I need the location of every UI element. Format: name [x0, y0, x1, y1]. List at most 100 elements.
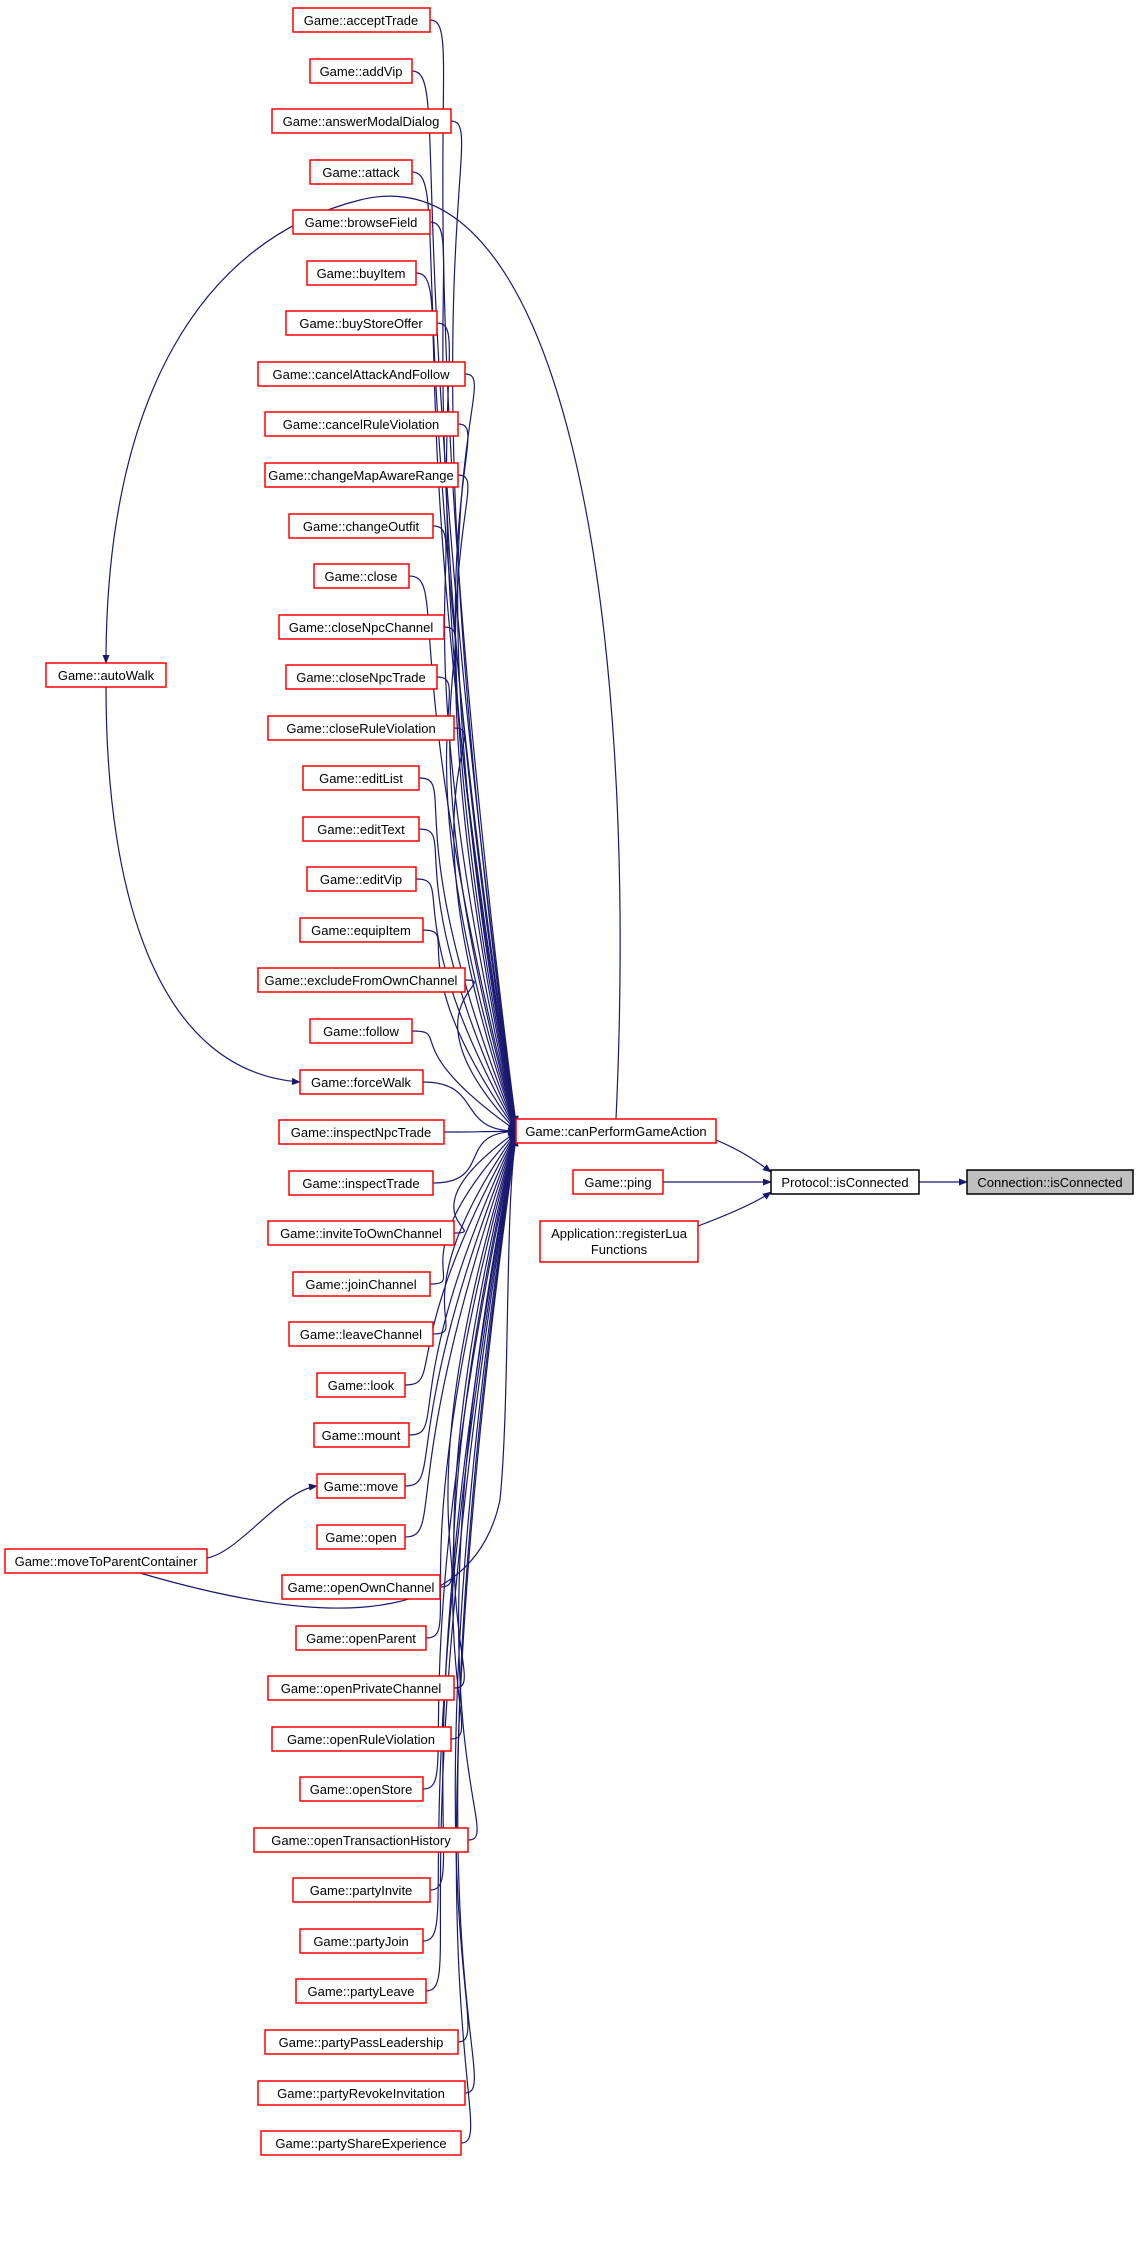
node-label: Game::open [325, 1530, 397, 1545]
node-game-invitetoownchannel[interactable]: Game::inviteToOwnChannel [267, 1220, 455, 1246]
node-game-mount[interactable]: Game::mount [313, 1422, 410, 1448]
node-label: Game::inviteToOwnChannel [280, 1226, 442, 1241]
node-label: Game::addVip [320, 64, 403, 79]
edge-game-editvip-to-canperformgameaction [415, 878, 517, 1131]
node-game-browsefield[interactable]: Game::browseField [292, 209, 431, 235]
node-label: Game::forceWalk [311, 1075, 411, 1090]
node-game-cancelattackandfollow[interactable]: Game::cancelAttackAndFollow [257, 361, 466, 387]
node-game-inspectnpctrade[interactable]: Game::inspectNpcTrade [278, 1119, 445, 1145]
edge-game-opentransactionhistory-to-canperformgameaction [458, 1135, 518, 1841]
node-label: Game::partyInvite [310, 1883, 413, 1898]
node-label: Game::editText [317, 822, 405, 837]
edge-game-openprivatechannel-to-canperformgameaction [453, 1134, 518, 1689]
node-game-partyinvite[interactable]: Game::partyInvite [292, 1877, 431, 1903]
node-game-look[interactable]: Game::look [316, 1372, 406, 1398]
node-label: Game::acceptTrade [304, 13, 418, 28]
node-game-open[interactable]: Game::open [316, 1524, 406, 1550]
node-label: Game::partyShareExperience [275, 2136, 446, 2151]
node-game-equipitem[interactable]: Game::equipItem [299, 917, 424, 943]
node-game-changeoutfit[interactable]: Game::changeOutfit [288, 513, 434, 539]
edge-game-accepttrade-to-canperformgameaction [429, 19, 519, 1125]
node-game-editvip[interactable]: Game::editVip [306, 866, 417, 892]
edge-game-openownchannel-to-canperformgameaction [439, 1133, 518, 1588]
node-label: Game::openTransactionHistory [271, 1833, 451, 1848]
node-label: Game::moveToParentContainer [15, 1554, 198, 1569]
edge-game-changemapawarerange-to-canperformgameaction [454, 474, 518, 1128]
node-game-opentransactionhistory[interactable]: Game::openTransactionHistory [253, 1827, 469, 1853]
node-game-forcewalk[interactable]: Game::forceWalk [299, 1069, 424, 1095]
node-label: Game::openRuleViolation [287, 1732, 435, 1747]
node-game-openruleviolation[interactable]: Game::openRuleViolation [271, 1726, 452, 1752]
edge-game-follow-to-canperformgameaction [411, 1030, 517, 1132]
node-game-openownchannel[interactable]: Game::openOwnChannel [281, 1574, 441, 1600]
edge-game-edittext-to-canperformgameaction [418, 828, 517, 1131]
node-game-joinchannel[interactable]: Game::joinChannel [292, 1271, 431, 1297]
edge-game-editlist-to-canperformgameaction [418, 777, 517, 1130]
edge-game-openruleviolation-to-canperformgameaction [450, 1134, 518, 1740]
node-game-closeruleviolation[interactable]: Game::closeRuleViolation [267, 715, 455, 741]
edge-game-inspectnpctrade-to-canperformgameaction [443, 1127, 517, 1135]
node-game-changemapawarerange[interactable]: Game::changeMapAwareRange [264, 462, 459, 488]
node-game-partyjoin[interactable]: Game::partyJoin [299, 1928, 424, 1954]
node-game-openprivatechannel[interactable]: Game::openPrivateChannel [267, 1675, 455, 1701]
node-game-closenpctrade[interactable]: Game::closeNpcTrade [285, 664, 438, 690]
node-game-accepttrade[interactable]: Game::acceptTrade [292, 7, 431, 33]
node-label: Protocol::isConnected [781, 1175, 908, 1190]
node-game-openstore[interactable]: Game::openStore [299, 1776, 424, 1802]
edge-game-leavechannel-to-canperformgameaction [432, 1131, 517, 1335]
node-label: Game::joinChannel [305, 1277, 416, 1292]
node-game-openparent[interactable]: Game::openParent [295, 1625, 427, 1651]
node-game-close[interactable]: Game::close [313, 563, 410, 589]
node-label: Game::openParent [306, 1631, 416, 1646]
edge-game-partyshareexperience-to-canperformgameaction [455, 1137, 519, 2144]
node-game-editlist[interactable]: Game::editList [302, 765, 420, 791]
node-label-line1: Application::registerLua [551, 1226, 688, 1241]
node-protocol-isconnected[interactable]: Protocol::isConnected [770, 1169, 920, 1195]
node-game-answermodaldialog[interactable]: Game::answerModalDialog [271, 108, 452, 134]
node-game-cancelruleviolation[interactable]: Game::cancelRuleViolation [264, 411, 459, 437]
node-game-edittext[interactable]: Game::editText [302, 816, 420, 842]
node-label-line2: Functions [591, 1242, 648, 1257]
edge-game-closenpctrade-to-canperformgameaction [436, 676, 518, 1130]
node-game-attack[interactable]: Game::attack [309, 159, 413, 185]
node-label: Game::canPerformGameAction [525, 1124, 706, 1139]
node-label: Connection::isConnected [977, 1175, 1122, 1190]
edge-game-closeruleviolation-to-canperformgameaction [453, 727, 517, 1130]
node-game-follow[interactable]: Game::follow [309, 1018, 413, 1044]
node-connection-isconnected[interactable]: Connection::isConnected [966, 1169, 1134, 1195]
node-label: Game::partyRevokeInvitation [277, 2086, 445, 2101]
node-game-partyleave[interactable]: Game::partyLeave [295, 1978, 427, 2004]
node-game-closenpcchannel[interactable]: Game::closeNpcChannel [278, 614, 445, 640]
node-game-excludefromownchannel[interactable]: Game::excludeFromOwnChannel [257, 967, 466, 993]
node-game-canperformgameaction[interactable]: Game::canPerformGameAction [515, 1118, 717, 1144]
node-application-registerluafunctions[interactable]: Application::registerLua Functions [539, 1220, 699, 1263]
edge-game-joinchannel-to-canperformgameaction [429, 1131, 517, 1285]
node-game-partyshareexperience[interactable]: Game::partyShareExperience [260, 2130, 462, 2156]
node-label: Game::editList [319, 771, 403, 786]
node-game-partyrevokeinvitation[interactable]: Game::partyRevokeInvitation [257, 2080, 466, 2106]
node-label: Game::closeNpcTrade [296, 670, 426, 685]
edge-canperformgameaction-to-autowalk [102, 195, 621, 1120]
node-game-ping[interactable]: Game::ping [572, 1169, 664, 1195]
node-label: Game::openOwnChannel [288, 1580, 435, 1595]
node-game-partypassleadership[interactable]: Game::partyPassLeadership [264, 2029, 459, 2055]
node-game-addvip[interactable]: Game::addVip [309, 58, 413, 84]
node-label: Game::look [328, 1378, 395, 1393]
node-label: Game::changeMapAwareRange [268, 468, 454, 483]
edge-game-openstore-to-canperformgameaction [422, 1134, 518, 1790]
edge-game-partyrevokeinvitation-to-canperformgameaction [457, 1136, 519, 2094]
node-label: Game::buyItem [317, 266, 406, 281]
node-game-movetoparentcontainer[interactable]: Game::moveToParentContainer [4, 1548, 208, 1574]
node-game-autowalk[interactable]: Game::autoWalk [45, 662, 167, 688]
node-label: Game::partyPassLeadership [279, 2035, 444, 2050]
node-label: Game::inspectNpcTrade [291, 1125, 431, 1140]
node-game-buystoreoffer[interactable]: Game::buyStoreOffer [285, 310, 438, 336]
node-label: Game::closeNpcChannel [289, 620, 434, 635]
edge-game-attack-to-canperformgameaction [411, 171, 519, 1126]
node-game-leavechannel[interactable]: Game::leaveChannel [288, 1321, 434, 1347]
node-game-inspecttrade[interactable]: Game::inspectTrade [288, 1170, 434, 1196]
node-game-move[interactable]: Game::move [316, 1473, 406, 1499]
edge-canperformgameaction-to-protocol-isconnected [715, 1139, 772, 1173]
edge-game-excludefromownchannel-to-canperformgameaction [457, 979, 517, 1131]
node-game-buyitem[interactable]: Game::buyItem [306, 260, 417, 286]
